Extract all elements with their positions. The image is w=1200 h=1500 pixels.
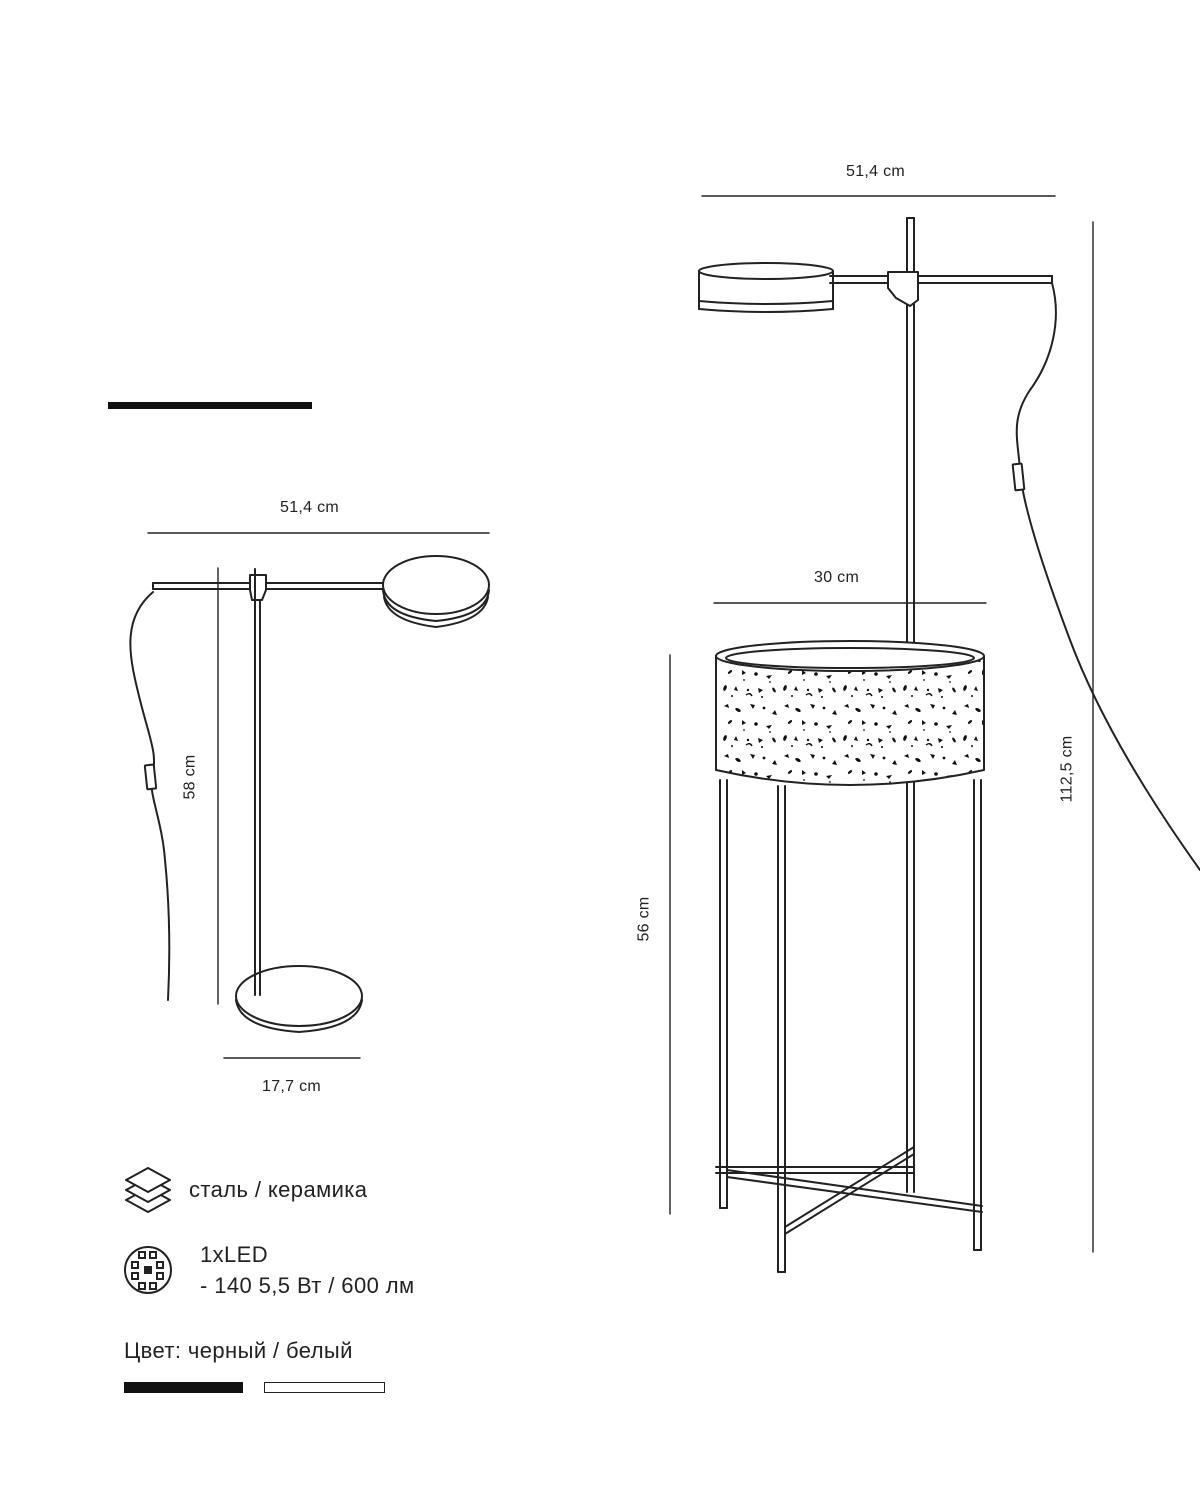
light-line-2: - 140 5,5 Вт / 600 лм xyxy=(200,1273,415,1298)
material-text: сталь / керамика xyxy=(189,1177,368,1202)
color-label: Цвет: черный / белый xyxy=(124,1338,353,1363)
table-height-label: 56 cm xyxy=(635,896,653,942)
light-line-1: 1xLED xyxy=(200,1242,269,1267)
desk-lamp-drawing xyxy=(129,532,490,1059)
floor-lamp-joint xyxy=(887,271,919,307)
table-width-label: 30 cm xyxy=(814,569,860,586)
led-chip-icon xyxy=(124,1246,172,1294)
desk-width-label: 51,4 cm xyxy=(280,499,340,516)
floor-lamp-switch xyxy=(1011,462,1026,492)
heading-bar xyxy=(108,402,312,409)
desk-lamp-joint xyxy=(249,574,267,601)
desk-lamp-switch xyxy=(143,763,158,791)
desk-lamp-base-rim xyxy=(235,999,363,1033)
floor-width-label: 51,4 cm xyxy=(846,163,906,180)
table-brace-c xyxy=(726,1169,983,1207)
desk-lamp-head-rim xyxy=(382,589,490,622)
desk-lamp-head-top xyxy=(382,555,490,615)
swatch-black xyxy=(124,1382,243,1393)
floor-lamp-drawing xyxy=(669,195,1200,1273)
desk-lamp-cable xyxy=(129,591,171,1001)
floor-lamp-head-top xyxy=(698,262,834,280)
total-height-label: 112,5 cm xyxy=(1058,735,1076,803)
swatch-white xyxy=(264,1382,385,1393)
floor-lamp-cable xyxy=(1015,282,1200,871)
table-bowl-rim xyxy=(715,640,985,672)
layers-icon xyxy=(125,1167,171,1213)
desk-height-label: 58 cm xyxy=(181,754,199,800)
table-bowl-body xyxy=(715,655,985,786)
desk-lamp-base-top xyxy=(235,965,363,1027)
desk-base-label: 17,7 cm xyxy=(262,1078,322,1095)
